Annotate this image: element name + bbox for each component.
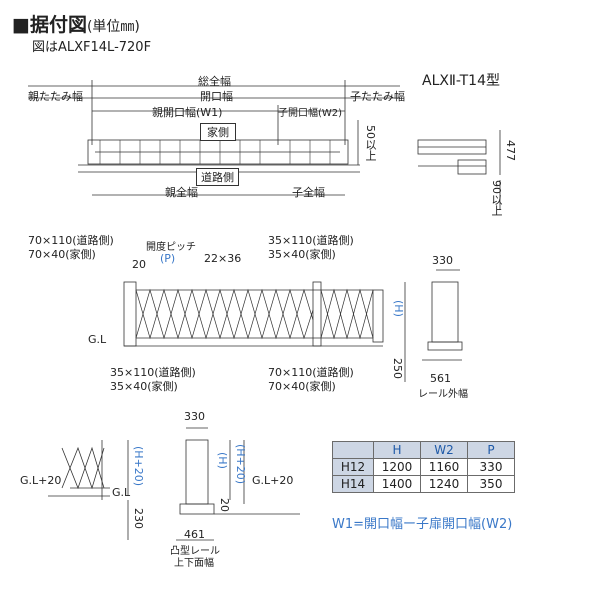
label-22x36: 22×36: [204, 252, 242, 265]
table-header-cell: [332, 441, 374, 459]
table-cell: 1400: [373, 475, 421, 493]
section-frame: [431, 281, 459, 343]
label-min-50: 50以上: [364, 125, 377, 161]
section-right: [422, 269, 463, 361]
label-child-total: 子全幅: [292, 186, 325, 199]
unit-label: (単位㎜): [86, 19, 140, 35]
table-row: H14 1400 1240 350: [332, 475, 515, 493]
label-min-90: 90以上: [490, 180, 503, 216]
label-total-width: 総全幅: [198, 75, 231, 88]
table-cell: 330: [467, 458, 515, 476]
table-cell: 1240: [420, 475, 468, 493]
table-header-cell: H: [373, 441, 421, 459]
label-bottom-left-house: 35×40(家側): [110, 380, 178, 393]
right-post: [372, 289, 384, 343]
label-250: 250: [391, 358, 404, 379]
table-header-cell: W2: [420, 441, 468, 459]
label-h: (H): [392, 300, 405, 317]
label-post-left-road: 70×110(道路側): [28, 234, 114, 247]
lower-left-detail: [48, 440, 129, 540]
label-461: 461: [184, 528, 205, 541]
lower-section-detail: [176, 427, 300, 541]
label-post-mid-road: 35×110(道路側): [268, 234, 354, 247]
table-header-row: H W2 P: [332, 441, 515, 459]
label-parent-opening: 親開口幅(W1): [152, 106, 223, 119]
label-gl: G.L: [88, 333, 107, 346]
label-bottom-left-road: 35×110(道路側): [110, 366, 196, 379]
plan-hatch: [99, 140, 331, 164]
label-dim-20: 20: [132, 258, 146, 271]
left-post: [123, 281, 137, 347]
label-parent-total: 親全幅: [165, 186, 198, 199]
figure-caption: 図はALXF14L-720F: [32, 40, 152, 55]
table-cell: 350: [467, 475, 515, 493]
lower-section-frame: [185, 439, 209, 505]
label-h20-b: (H+20): [234, 444, 247, 485]
label-gl20-left: G.L+20: [20, 474, 62, 487]
label-house-side: 家側: [200, 123, 236, 141]
table-cell: H14: [332, 475, 374, 493]
label-post-left-house: 70×40(家側): [28, 248, 96, 261]
label-gl20-right: G.L+20: [252, 474, 294, 487]
table-cell: 1160: [420, 458, 468, 476]
side-view-small: [417, 130, 501, 210]
label-bottom-right-road: 70×110(道路側): [268, 366, 354, 379]
label-rail-outer: レール外幅: [418, 389, 468, 400]
model-label: ALXⅡ-T14型: [422, 73, 500, 89]
label-rail-2: 上下面幅: [174, 558, 214, 569]
formula-note: W1=開口幅ー子扉開口幅(W2): [332, 517, 513, 532]
table-cell: H12: [332, 458, 374, 476]
label-pitch-p: (P): [160, 252, 176, 265]
label-parent-fold: 親たたみ幅: [28, 90, 83, 103]
mid-post: [312, 281, 322, 347]
label-330-b: 330: [184, 410, 205, 423]
label-230: 230: [132, 508, 145, 529]
table-row: H12 1200 1160 330: [332, 458, 515, 476]
label-h-b: (H): [216, 452, 229, 469]
label-20-b: 20: [218, 498, 231, 512]
label-bottom-right-house: 70×40(家側): [268, 380, 336, 393]
label-h20-left: (H+20): [132, 446, 145, 487]
label-561: 561: [430, 372, 451, 385]
label-post-mid-house: 35×40(家側): [268, 248, 336, 261]
label-rail: 凸型レール: [170, 546, 220, 557]
label-477: 477: [504, 140, 517, 161]
title-text: ■据付図: [12, 14, 87, 36]
label-child-opening: 子開口幅(W2): [278, 108, 343, 119]
plan-view: [28, 80, 400, 196]
spec-table: H W2 P H12 1200 1160 330 H14 1400 1240 3…: [332, 441, 515, 493]
label-opening: 開口幅: [200, 90, 233, 103]
table-cell: 1200: [373, 458, 421, 476]
front-view: [123, 281, 406, 382]
lattice: [135, 288, 374, 340]
label-pitch: 開度ピッチ: [146, 242, 196, 253]
table-header-cell: P: [467, 441, 515, 459]
label-330: 330: [432, 254, 453, 267]
label-road-side: 道路側: [196, 168, 239, 186]
label-child-fold: 子たたみ幅: [350, 90, 405, 103]
label-gl-lower: G.L: [112, 486, 131, 499]
page-title: ■据付図(単位㎜): [12, 10, 140, 37]
